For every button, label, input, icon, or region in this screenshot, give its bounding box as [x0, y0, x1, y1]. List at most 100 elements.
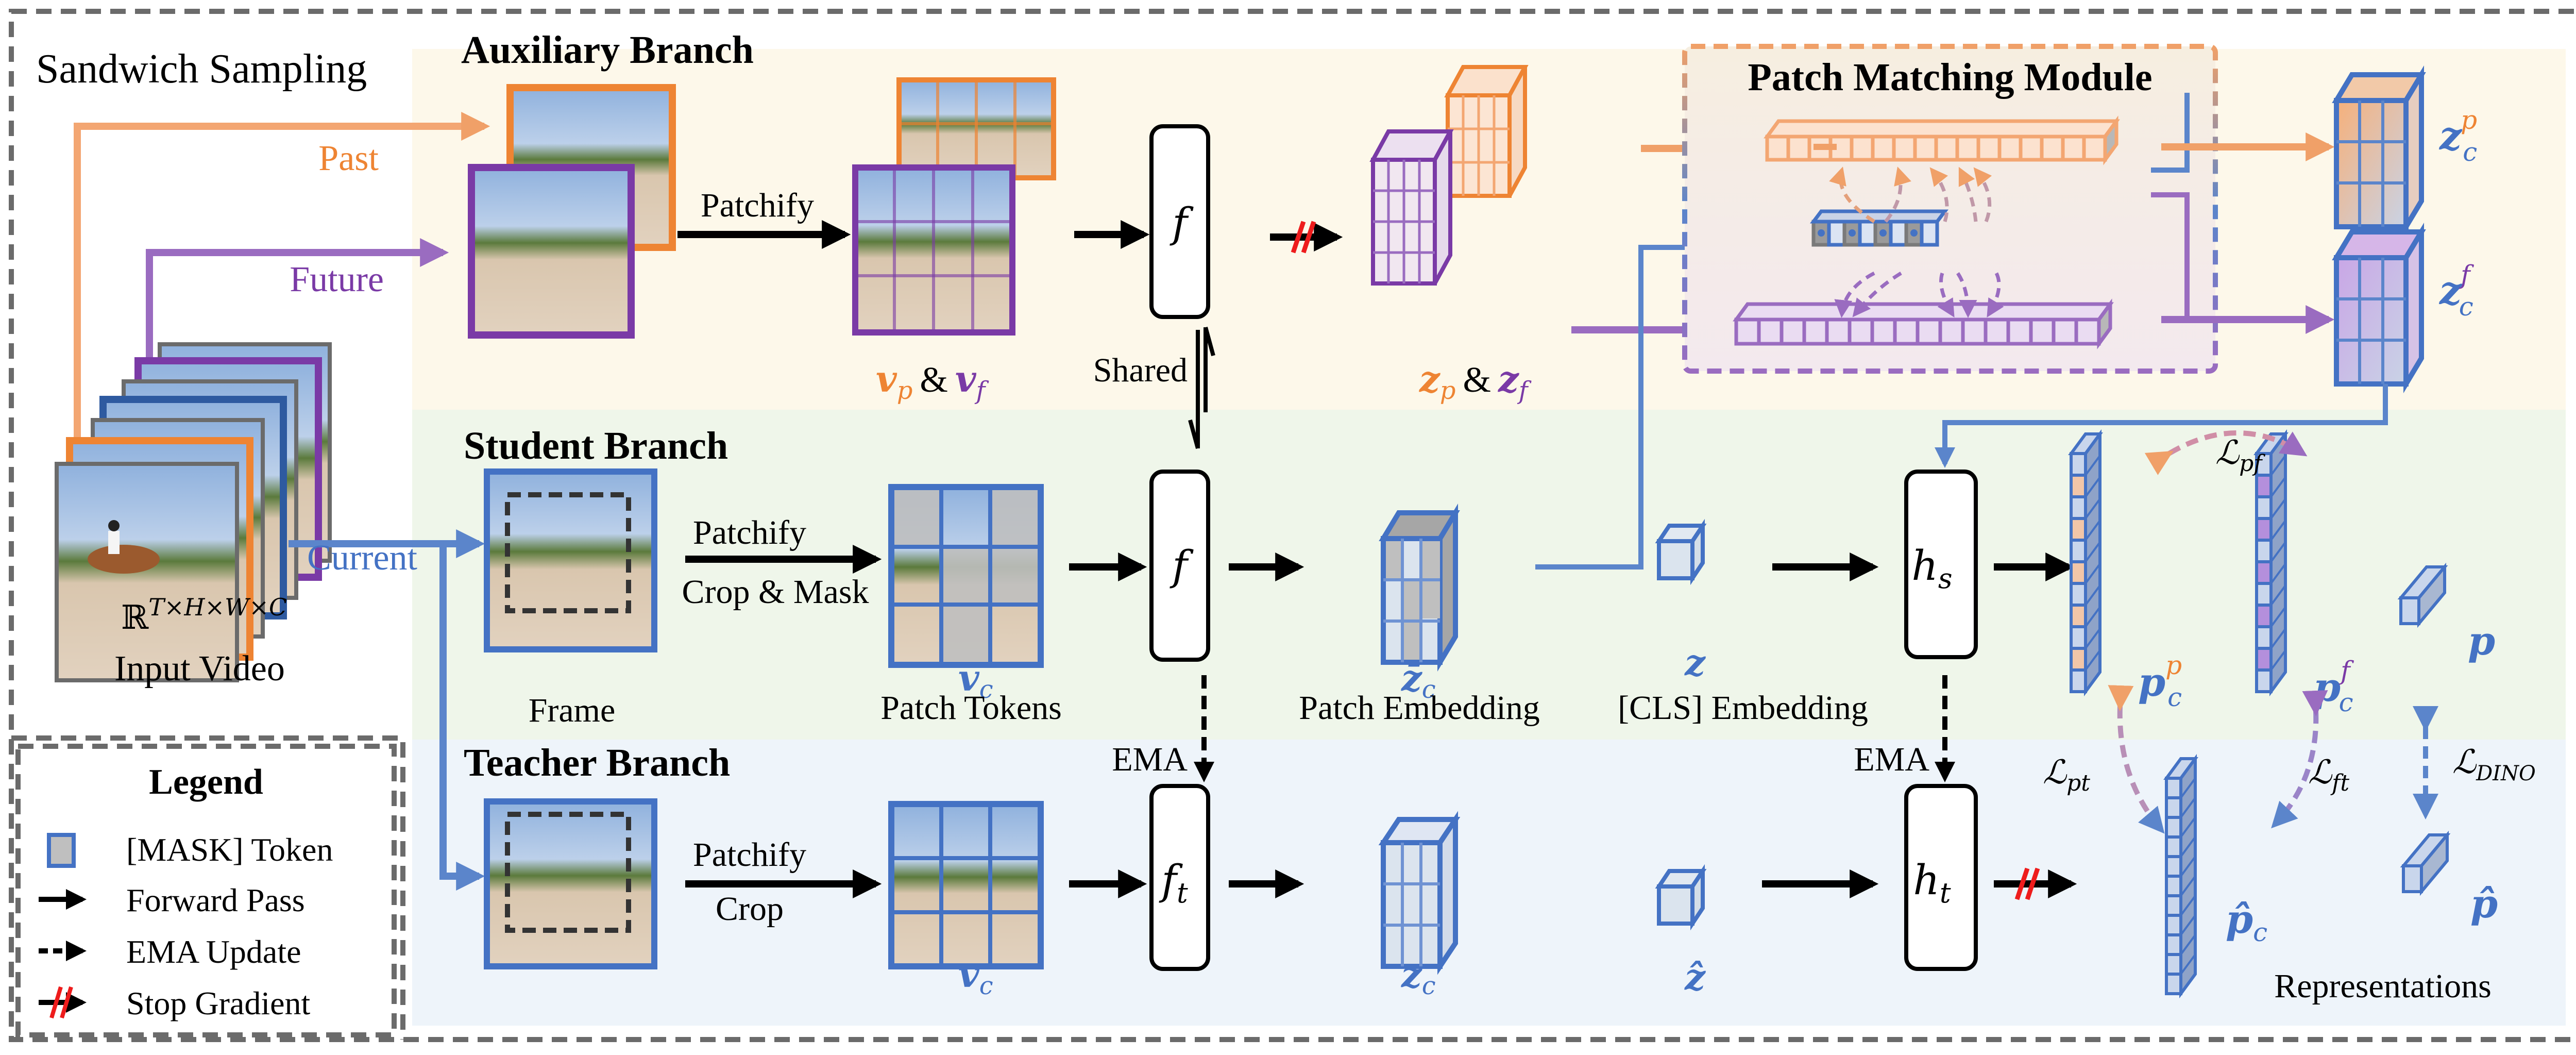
current-token — [1858, 220, 1877, 247]
zcf-cube — [2332, 222, 2426, 394]
future-frame — [468, 164, 635, 339]
cls-symbol-student: z — [1684, 641, 1706, 684]
past-label: Past — [318, 139, 379, 178]
pmm-out-current-bottom — [2151, 192, 2190, 320]
future-token-bar — [1733, 298, 2114, 349]
sandwich-sampling-title: Sandwich Sampling — [36, 46, 367, 92]
current-token — [1920, 220, 1939, 247]
stack-edge — [2084, 628, 2101, 649]
student-branch-title: Student Branch — [464, 424, 728, 467]
stack-edge — [2180, 875, 2196, 897]
pcf-stack — [2253, 429, 2289, 697]
past-token-cell — [1892, 135, 1917, 162]
loss-ft-arc — [2271, 690, 2328, 829]
ema-label-head: EMA — [1854, 741, 1929, 778]
stack-edge — [2084, 476, 2101, 498]
stack-edge — [2180, 914, 2196, 936]
stack-cell — [2165, 835, 2182, 858]
cls-embedding-label: [CLS] Embedding — [1618, 689, 1868, 727]
stack-edge — [2084, 563, 2101, 584]
masked-tokens-symbol: v̄c — [958, 657, 993, 704]
stack-edge — [2270, 628, 2286, 649]
p-hat-vector — [2400, 830, 2451, 896]
future-token-cell — [1870, 317, 1897, 346]
pcp-stack — [2068, 429, 2103, 697]
stack-cell — [2165, 796, 2182, 819]
stack-edge — [2084, 433, 2101, 455]
stack-cell — [2255, 560, 2273, 585]
stack-edge — [2270, 520, 2286, 541]
match-dot — [1879, 229, 1887, 237]
match-dot — [1818, 229, 1825, 237]
pmm-title: Patch Matching Module — [1748, 56, 2152, 99]
patch-embedding-symbol: z̄c — [1400, 657, 1436, 704]
stop-mark-2 — [1301, 221, 1316, 254]
cls-symbol-teacher: ẑ — [1684, 956, 1706, 998]
legend-item-mask: [MASK] Token — [126, 831, 333, 868]
future-token-cell — [1757, 317, 1784, 346]
teacher-embedding-symbol: zc — [1400, 953, 1436, 1000]
stack-cell — [2070, 539, 2087, 563]
stack-edge — [2180, 856, 2196, 877]
stack-cell — [2165, 875, 2182, 897]
future-token-cell — [2006, 317, 2033, 346]
future-token-cell — [1916, 317, 1942, 346]
stack-edge — [2084, 498, 2101, 520]
stack-cell — [2165, 953, 2182, 976]
future-token-cell — [1893, 317, 1920, 346]
crop-label: Crop — [716, 890, 784, 928]
stack-cell — [2070, 647, 2087, 672]
teacher-patch-tokens — [888, 801, 1044, 969]
stack-edge — [2084, 649, 2101, 671]
stack-cell — [2070, 517, 2087, 542]
head-hs — [1904, 470, 1978, 659]
patch-tokens-label: Patch Tokens — [880, 689, 1062, 727]
loss-dino-label: ℒDINO — [2452, 743, 2536, 785]
stack-cell — [2255, 517, 2273, 542]
stack-cell — [2165, 914, 2182, 936]
future-token-cell — [1825, 317, 1852, 346]
mask-token-icon — [47, 833, 76, 868]
mask-token — [943, 606, 989, 661]
zp-zf-label: zp&zf — [1418, 358, 1532, 405]
patch-embedding-cube — [1379, 503, 1460, 672]
stack-edge — [2084, 606, 2101, 628]
past-token-top — [1764, 119, 2120, 139]
loss-pf-label: ℒpf — [2215, 434, 2265, 477]
past-token-cell — [1955, 135, 1980, 162]
current-token — [1889, 220, 1908, 247]
stack-cell — [2070, 560, 2087, 585]
past-token-cell — [1765, 135, 1790, 162]
crop-mask-label: Crop & Mask — [682, 573, 869, 611]
future-token-top — [1733, 302, 2114, 322]
past-token-cell — [1786, 135, 1811, 162]
auxiliary-branch-title: Auxiliary Branch — [461, 28, 754, 72]
stack-cell — [2070, 474, 2087, 498]
future-token-cell — [2052, 317, 2078, 346]
stack-edge — [2270, 498, 2286, 520]
teacher-tokens-symbol: vc — [958, 953, 993, 1000]
past-token-cell — [2082, 135, 2107, 162]
cls-cube-teacher — [1655, 864, 1707, 931]
mask-token — [991, 548, 1038, 604]
patchified-past — [848, 49, 896, 145]
stack-edge — [2180, 895, 2196, 916]
input-video-label: Input Video — [114, 649, 285, 689]
current-label: Current — [307, 538, 417, 578]
stack-cell — [2070, 668, 2087, 693]
future-token-cell — [2074, 317, 2101, 346]
encoder-f-aux — [1149, 124, 1210, 319]
past-token-cell — [1934, 135, 1959, 162]
mask-token — [991, 490, 1038, 546]
stack-cell — [2070, 625, 2087, 650]
stop-mark-teacher-2 — [2025, 867, 2040, 900]
stop-mark-1 — [1291, 221, 1306, 254]
ema-label-encoder: EMA — [1112, 741, 1188, 778]
legend-item-ema: EMA Update — [126, 933, 301, 970]
p-label: p — [2468, 618, 2495, 664]
future-token-cell — [1734, 317, 1761, 346]
teacher-embedding-cube — [1378, 811, 1461, 975]
